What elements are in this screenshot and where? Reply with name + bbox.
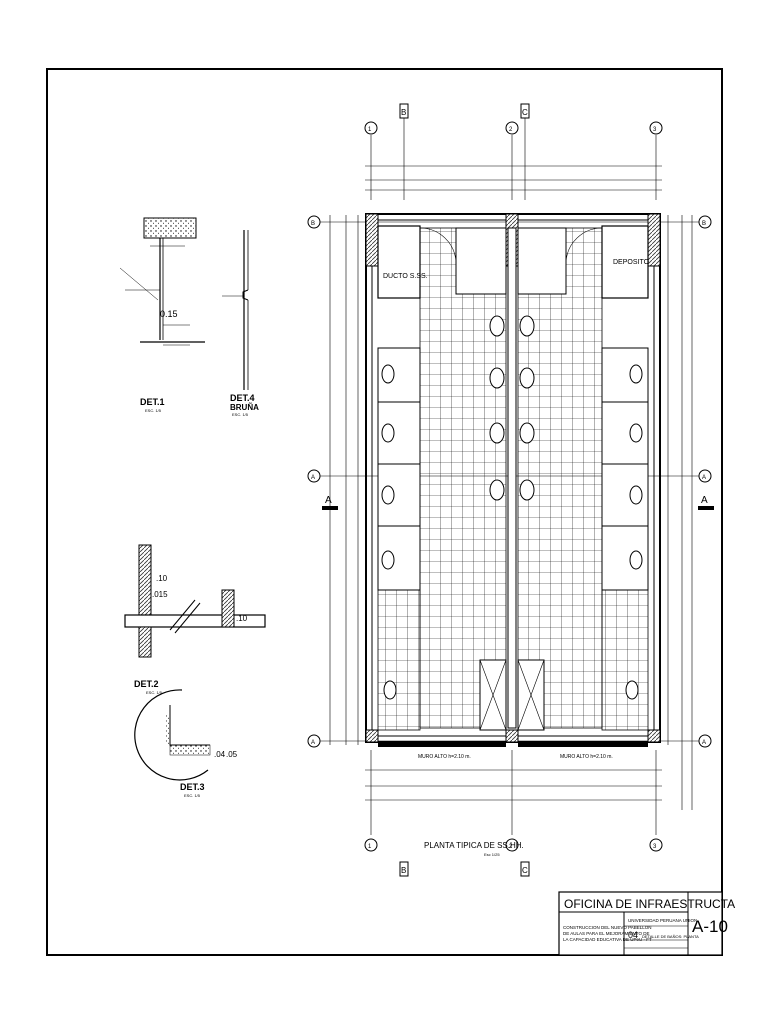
row-a2-left: A: [311, 740, 315, 746]
plan-title: PLANTA TIPICA DE SS.HH.: [424, 841, 524, 850]
owner-name: UNIVERSIDAD PERUANA UNION: [628, 918, 697, 923]
det4-scale: ESC. 1/5: [232, 412, 249, 417]
section-mark-right: A: [701, 495, 708, 506]
detail-1: 0.15 DET.1 ESC. 1/5: [119, 217, 205, 413]
det2-dim-3: .10: [236, 614, 248, 623]
axis-c-bottom: C: [522, 866, 528, 875]
det2-dim-2: .015: [152, 590, 168, 599]
right-stalls: [601, 347, 649, 700]
title-block: OFICINA DE INFRAESTRUCTA A-10 CONSTRUCCI…: [558, 891, 735, 956]
det1-title: DET.1: [140, 397, 165, 407]
axis-1-top: 1: [368, 127, 372, 133]
det2-dim-1: .10: [156, 574, 168, 583]
row-a2-right: A: [702, 740, 706, 746]
plan-name: DETALLE DE BAÑOS: PLANTA: [642, 934, 699, 939]
axis-c-top: C: [522, 108, 528, 117]
row-a-left: A: [311, 475, 315, 481]
lavatories: [489, 315, 535, 501]
axis-b-bottom: B: [401, 866, 406, 875]
wall-label-right: MURO ALTO h=2.10 m.: [560, 754, 613, 760]
det1-dim: 0.15: [160, 309, 178, 319]
row-b-left: B: [311, 221, 315, 227]
duct-label: DUCTO S.SS.: [383, 273, 428, 280]
sheet-border: [46, 68, 723, 956]
detail-3: .04 .05 DET.3 ESC. 1/5: [134, 689, 238, 798]
plan-scale: Esc 1/25: [484, 852, 500, 857]
axis-1-bottom: 1: [368, 844, 372, 850]
detail-4: DET.4 BRUÑA ESC. 1/5: [222, 230, 259, 417]
axis-2-top: 2: [509, 127, 513, 133]
det3-dim-2: .05: [226, 750, 238, 759]
det3-dim-1: .04: [214, 750, 226, 759]
det3-title: DET.3: [180, 782, 205, 792]
wall-label-left: MURO ALTO h=2.10 m.: [418, 754, 471, 760]
sheet-number: 04: [628, 930, 638, 940]
section-mark-left: A: [325, 495, 332, 506]
deposit-label: DEPOSITO: [613, 259, 650, 266]
project-line-3: LA CAPACIDAD EDUCATIVA DE UPeU - FT: [563, 937, 652, 942]
det4-subtitle: BRUÑA: [230, 403, 259, 412]
axis-3-top: 3: [653, 127, 657, 133]
sheet-code: A-10: [692, 917, 728, 936]
det1-scale: ESC. 1/5: [145, 408, 162, 413]
left-stalls: [377, 347, 421, 700]
det2-scale: ESC. 1/5: [146, 690, 163, 695]
axis-b-top: B: [401, 108, 406, 117]
det4-title: DET.4: [230, 393, 255, 403]
axis-3-bottom: 3: [653, 844, 657, 850]
project-line-1: CONSTRUCCION DEL NUEVO PABELLON: [563, 925, 652, 930]
axis-bubbles-top: 1 B 2 C 3: [364, 103, 663, 135]
axis-2-bottom: 2: [509, 844, 513, 850]
project-line-2: DE AULAS PARA EL MEJORAMIENTO DE: [563, 931, 649, 936]
office-name: OFICINA DE INFRAESTRUCTA: [564, 897, 735, 911]
row-b-right: B: [702, 221, 706, 227]
detail-2: .10 .015 .10 DET.2 ESC. 1/5: [124, 544, 266, 695]
det3-scale: ESC. 1/5: [184, 793, 201, 798]
row-a-right: A: [702, 475, 706, 481]
floor-plan: 1 B 2 C 3: [307, 103, 714, 877]
det2-title: DET.2: [134, 679, 159, 689]
